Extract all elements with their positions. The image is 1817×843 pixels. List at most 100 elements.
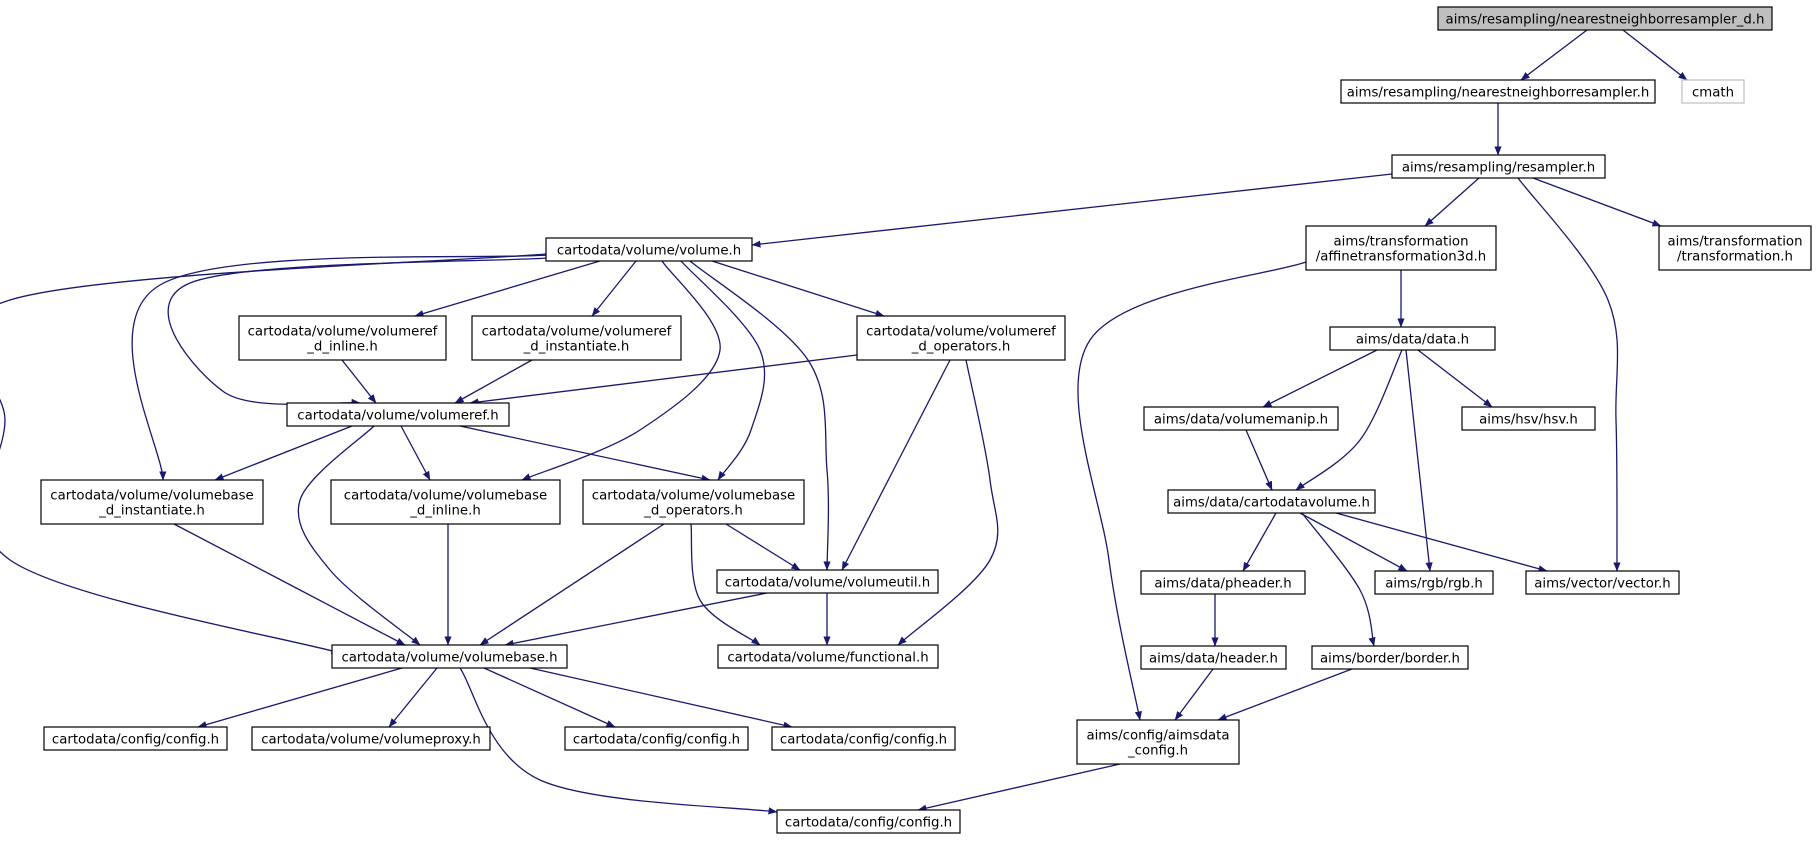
- node-box: [238, 315, 447, 361]
- edge-arrow: [0, 253, 547, 655]
- node-box: [331, 644, 568, 669]
- node-label: aims/data/volumemanip.h: [1154, 413, 1328, 428]
- edge-arrow: [131, 254, 549, 481]
- node-label: cartodata/volume/volume.h: [557, 244, 741, 259]
- edge-n26-n28: [1299, 512, 1408, 572]
- node-n28[interactable]: aims/rgb/rgb.h: [1374, 570, 1494, 595]
- node-box: [1525, 570, 1680, 595]
- node-n2[interactable]: aims/resampling/nearestneighborresampler…: [1340, 79, 1656, 104]
- node-n20[interactable]: cartodata/config/config.h: [564, 726, 749, 751]
- node-n23[interactable]: aims/data/data.h: [1329, 326, 1496, 351]
- node-n14[interactable]: cartodata/volume/volumebase_d_operators.…: [582, 479, 805, 525]
- node-label: cartodata/volume/volumebase: [344, 489, 547, 504]
- node-n25[interactable]: aims/hsv/hsv.h: [1461, 406, 1596, 431]
- node-n22[interactable]: cartodata/config/config.h: [776, 809, 961, 834]
- node-label: cartodata/config/config.h: [785, 816, 952, 831]
- edge-arrow: [1217, 668, 1353, 721]
- edge-n8-n11: [341, 359, 377, 404]
- node-n19[interactable]: cartodata/volume/volumeproxy.h: [251, 726, 491, 751]
- node-n10[interactable]: cartodata/volume/volumeref_d_operators.h: [856, 315, 1066, 361]
- node-n29[interactable]: aims/vector/vector.h: [1525, 570, 1680, 595]
- edge-n16-n22: [459, 667, 778, 815]
- edge-n11-n14: [459, 425, 711, 482]
- node-label: cartodata/config/config.h: [52, 733, 219, 748]
- edge-n14-n15: [725, 523, 801, 571]
- node-label: _d_instantiate.h: [98, 504, 205, 519]
- edge-arrow: [897, 359, 999, 646]
- node-label: aims/data/header.h: [1149, 652, 1278, 667]
- node-n31[interactable]: aims/border/border.h: [1311, 645, 1469, 670]
- node-n7[interactable]: aims/transformation/transformation.h: [1658, 225, 1812, 271]
- node-label: _d_inline.h: [409, 504, 481, 519]
- node-n15[interactable]: cartodata/volume/volumeutil.h: [716, 569, 939, 594]
- edge-arrow: [1301, 512, 1376, 647]
- node-n4[interactable]: aims/resampling/resampler.h: [1391, 154, 1606, 179]
- node-n17[interactable]: cartodata/volume/functional.h: [717, 644, 939, 669]
- node-label: aims/vector/vector.h: [1534, 577, 1670, 592]
- node-label: _d_operators.h: [911, 340, 1011, 355]
- node-label: aims/transformation: [1333, 235, 1468, 250]
- edge-n11-n12: [214, 425, 353, 481]
- node-layer: aims/resampling/nearestneighborresampler…: [40, 6, 1812, 834]
- node-n5[interactable]: cartodata/volume/volume.h: [545, 237, 753, 262]
- node-n3[interactable]: cmath: [1681, 79, 1745, 104]
- node-box: [1076, 719, 1240, 765]
- node-label: cartodata/volume/volumeref: [866, 325, 1056, 340]
- node-n26[interactable]: aims/data/cartodatavolume.h: [1167, 489, 1376, 514]
- edge-arrow: [841, 359, 951, 571]
- edge-n1-n2: [1520, 29, 1588, 81]
- node-n30[interactable]: aims/data/header.h: [1140, 645, 1287, 670]
- node-box: [564, 726, 749, 751]
- edge-arrow: [297, 425, 421, 646]
- node-label: /transformation.h: [1677, 250, 1793, 265]
- node-label: aims/resampling/nearestneighborresampler…: [1446, 13, 1765, 28]
- edge-arrow: [529, 667, 793, 729]
- node-box: [1167, 489, 1376, 514]
- node-n12[interactable]: cartodata/volume/volumebase_d_instantiat…: [40, 479, 264, 525]
- edge-arrow: [173, 523, 406, 646]
- edge-arrow: [690, 523, 761, 646]
- node-box: [776, 809, 961, 834]
- node-box: [1140, 570, 1306, 595]
- node-label: cartodata/config/config.h: [780, 733, 947, 748]
- edge-n26-n29: [1335, 512, 1548, 573]
- edge-arrow: [680, 260, 766, 481]
- node-n1[interactable]: aims/resampling/nearestneighborresampler…: [1437, 6, 1773, 31]
- node-label: aims/resampling/resampler.h: [1402, 161, 1595, 176]
- node-n32[interactable]: aims/config/aimsdata_config.h: [1076, 719, 1240, 765]
- node-box: [716, 569, 939, 594]
- edge-n31-n32: [1217, 668, 1353, 721]
- edge-arrow: [1242, 512, 1277, 572]
- node-n9[interactable]: cartodata/volume/volumeref_d_instantiate…: [471, 315, 682, 361]
- edge-n16-n19: [388, 667, 438, 728]
- node-label: cartodata/volume/volumeutil.h: [725, 576, 930, 591]
- edge-n10-n11: [469, 354, 858, 406]
- edge-arrow: [1424, 177, 1480, 227]
- node-n11[interactable]: cartodata/volume/volumeref.h: [286, 402, 510, 427]
- edge-arrow: [711, 260, 885, 317]
- node-n13[interactable]: cartodata/volume/volumebase_d_inline.h: [330, 479, 561, 525]
- node-label: cmath: [1692, 86, 1734, 101]
- node-label: _d_instantiate.h: [523, 340, 630, 355]
- edge-arrow: [388, 667, 438, 728]
- edge-arrow: [1174, 668, 1214, 721]
- node-n6[interactable]: aims/transformation/affinetransformation…: [1305, 225, 1497, 271]
- node-box: [1374, 570, 1494, 595]
- node-label: cartodata/volume/volumebase.h: [341, 651, 557, 666]
- edge-n23-n24: [1262, 349, 1378, 408]
- edge-arrow: [341, 359, 377, 404]
- node-n21[interactable]: cartodata/config/config.h: [771, 726, 956, 751]
- edge-n5-n15: [689, 260, 831, 571]
- node-label: aims/border/border.h: [1320, 652, 1460, 667]
- node-n8[interactable]: cartodata/volume/volumeref_d_inline.h: [238, 315, 447, 361]
- edge-n30-n32: [1174, 668, 1214, 721]
- node-n18[interactable]: cartodata/config/config.h: [43, 726, 228, 751]
- edge-n16-n21: [529, 667, 793, 729]
- edge-arrow: [1520, 29, 1588, 81]
- edge-arrow: [1245, 429, 1273, 491]
- node-n16[interactable]: cartodata/volume/volumebase.h: [331, 644, 568, 669]
- node-box: [40, 479, 264, 525]
- node-box: [1340, 79, 1656, 104]
- node-n27[interactable]: aims/data/pheader.h: [1140, 570, 1306, 595]
- node-n24[interactable]: aims/data/volumemanip.h: [1143, 406, 1339, 431]
